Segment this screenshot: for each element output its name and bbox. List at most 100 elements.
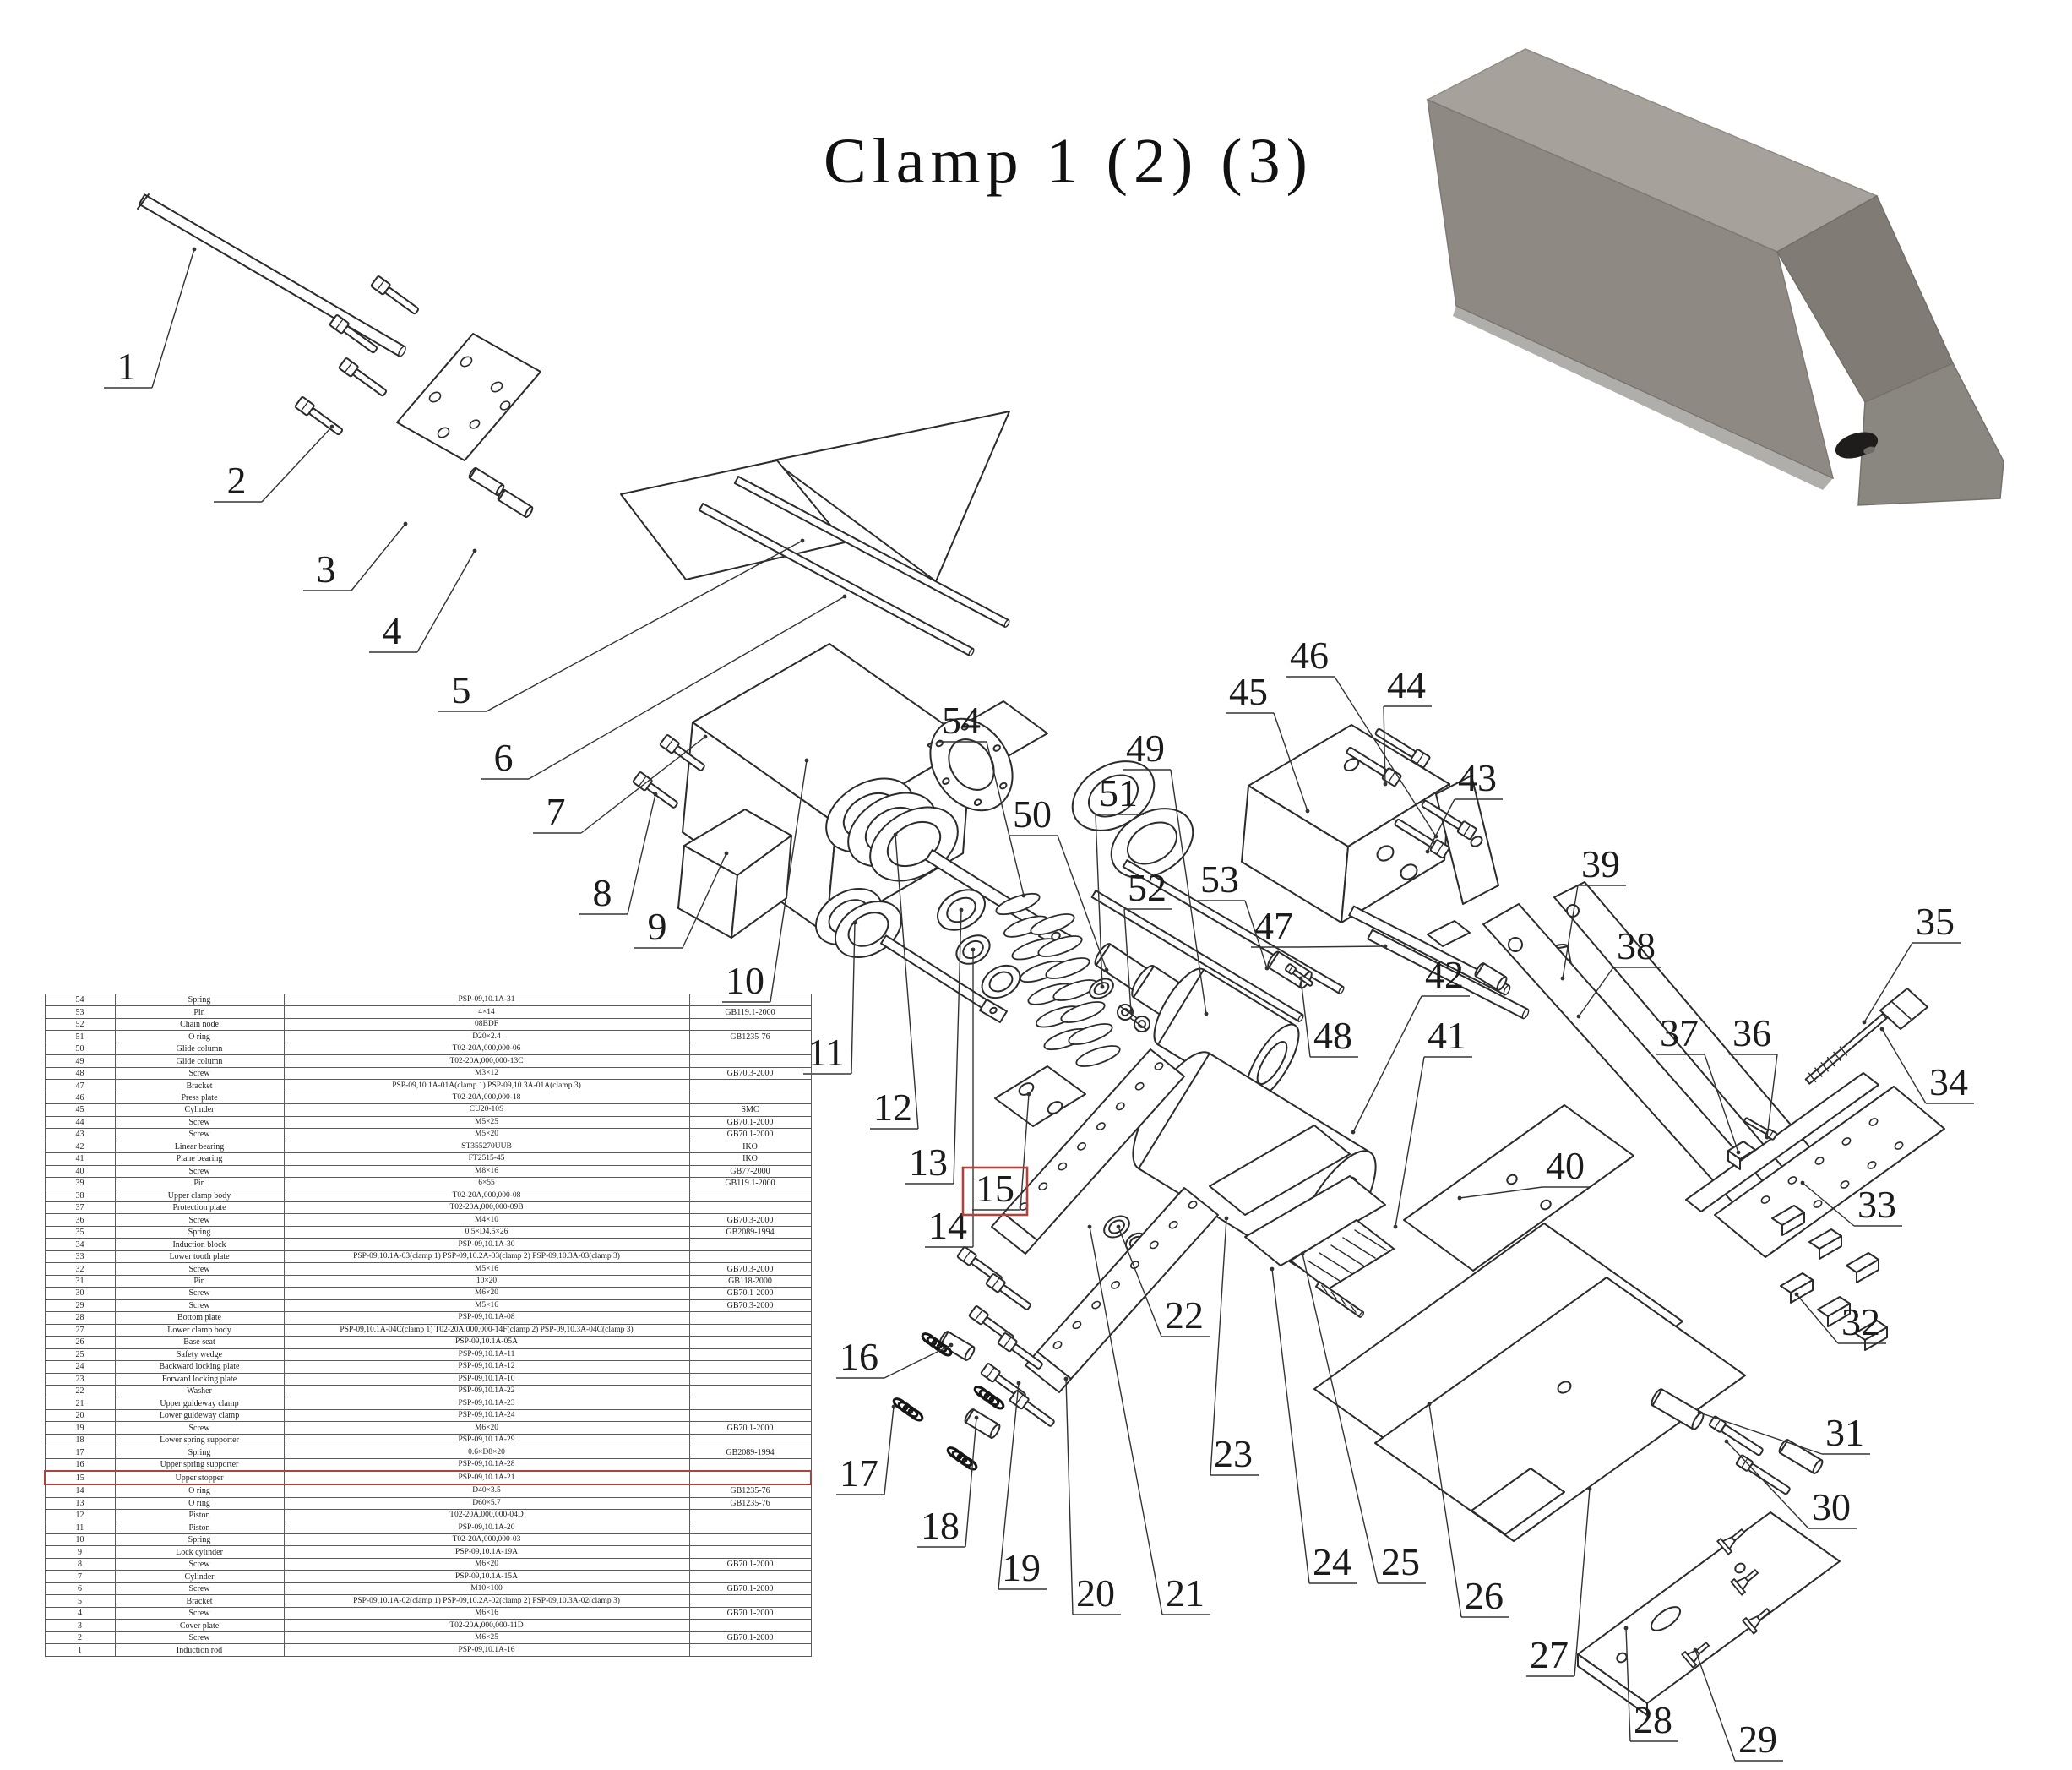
callout-number: 27 bbox=[1530, 1633, 1569, 1676]
part-no: 36 bbox=[44, 1213, 116, 1227]
part-spec: M6×20 bbox=[283, 1557, 690, 1571]
leader-dot bbox=[971, 947, 976, 952]
screw bbox=[1708, 1415, 1764, 1457]
part-standard: GB119.1-2000 bbox=[688, 1177, 812, 1190]
part-spec: PSP-09,10.1A-15A bbox=[283, 1570, 690, 1583]
photo-bottom-shade bbox=[1453, 306, 1833, 490]
callout-number: 40 bbox=[1546, 1144, 1585, 1187]
part-name: Linear bearing bbox=[114, 1140, 285, 1154]
countersunk-screw bbox=[1730, 1568, 1759, 1596]
part-no: 52 bbox=[44, 1017, 116, 1032]
photo-hole-glint bbox=[1863, 446, 1875, 455]
leader-dot bbox=[1264, 966, 1270, 971]
callout-47: 47 bbox=[1251, 904, 1388, 949]
part-spec: CU20-10S bbox=[283, 1103, 690, 1117]
part-no: 30 bbox=[44, 1287, 116, 1300]
part-standard bbox=[688, 1054, 812, 1068]
callout-14: 14 bbox=[925, 947, 976, 1248]
part-no: 43 bbox=[44, 1128, 116, 1141]
callout-17: 17 bbox=[836, 1404, 896, 1495]
part-spec: 6×55 bbox=[283, 1177, 690, 1190]
callout-number: 24 bbox=[1313, 1540, 1351, 1583]
callout-11: 11 bbox=[803, 920, 857, 1075]
part-standard: GB70.3-2000 bbox=[688, 1213, 812, 1227]
callout-number: 51 bbox=[1099, 771, 1138, 814]
part-spec: PSP-09,10.1A-05A bbox=[283, 1336, 690, 1349]
part-no: 37 bbox=[44, 1201, 116, 1215]
callout-28: 28 bbox=[1623, 1626, 1678, 1742]
part-standard bbox=[688, 1433, 812, 1447]
callout-number: 30 bbox=[1812, 1485, 1851, 1528]
part-spec: M4×10 bbox=[283, 1213, 690, 1227]
part-no: 1 bbox=[44, 1643, 116, 1657]
callout-9: 9 bbox=[634, 851, 729, 949]
part-standard: GB70.3-2000 bbox=[688, 1262, 812, 1276]
part-standard bbox=[688, 1408, 812, 1423]
leader-dot bbox=[703, 734, 708, 739]
callout-26: 26 bbox=[1427, 1402, 1509, 1618]
part-standard bbox=[688, 993, 812, 1007]
callout-number: 36 bbox=[1732, 1011, 1771, 1054]
part-name: Screw bbox=[114, 1115, 285, 1130]
part-name: Induction rod bbox=[114, 1643, 285, 1657]
part-no: 50 bbox=[44, 1042, 116, 1056]
screw bbox=[1374, 727, 1431, 769]
part-name: Piston bbox=[114, 1521, 285, 1535]
screw bbox=[338, 357, 387, 397]
countersunk-screw bbox=[1742, 1607, 1771, 1635]
part-spec: T02-20A,000,000-06 bbox=[283, 1042, 690, 1056]
leader-dot bbox=[1116, 1224, 1121, 1229]
part-standard: GB70.1-2000 bbox=[688, 1421, 812, 1435]
callout-36: 36 bbox=[1729, 1011, 1778, 1140]
part-no: 4 bbox=[44, 1606, 116, 1620]
leader-dot bbox=[1104, 967, 1109, 972]
leader-dot bbox=[1724, 1439, 1729, 1444]
part-no: 14 bbox=[44, 1484, 116, 1498]
callout-34: 34 bbox=[1879, 1027, 1974, 1104]
leader-dot bbox=[653, 792, 658, 797]
part-name: Washer bbox=[114, 1384, 285, 1398]
callout-number: 49 bbox=[1126, 727, 1165, 770]
callout-5: 5 bbox=[438, 538, 805, 712]
part-no: 25 bbox=[44, 1348, 116, 1362]
callout-number: 46 bbox=[1290, 634, 1329, 677]
leader-dot bbox=[1100, 984, 1105, 989]
part-spec: D60×5.7 bbox=[283, 1496, 690, 1511]
part-no: 34 bbox=[44, 1238, 116, 1251]
part-standard bbox=[688, 1079, 812, 1092]
part-name: Lower spring supporter bbox=[114, 1433, 285, 1447]
part-spec: PSP-09,10.1A-08 bbox=[283, 1311, 690, 1325]
part-spec: FT2515-45 bbox=[283, 1152, 690, 1166]
callout-49: 49 bbox=[1123, 727, 1209, 1016]
part-standard: GB70.1-2000 bbox=[688, 1606, 812, 1620]
callout-number: 5 bbox=[452, 668, 471, 711]
callout-24: 24 bbox=[1270, 1266, 1357, 1584]
part-no: 42 bbox=[44, 1140, 116, 1154]
part-spec: T02-20A,000,000-18 bbox=[283, 1091, 690, 1105]
part-standard: GB1235-76 bbox=[688, 1484, 812, 1498]
screw bbox=[1735, 1454, 1791, 1495]
part-standard: GB70.1-2000 bbox=[688, 1115, 812, 1130]
part-no: 49 bbox=[44, 1054, 116, 1068]
part-standard bbox=[688, 1521, 812, 1535]
part-name: Upper clamp body bbox=[114, 1189, 285, 1202]
leader-dot bbox=[329, 424, 334, 429]
leader-dot bbox=[1016, 1381, 1021, 1386]
part-standard bbox=[688, 1201, 812, 1215]
part-standard bbox=[688, 1189, 812, 1202]
screw bbox=[1346, 746, 1402, 787]
part-name: Plane bearing bbox=[114, 1152, 285, 1166]
part-no: 16 bbox=[44, 1457, 116, 1472]
callout-number: 25 bbox=[1381, 1540, 1420, 1583]
part-name: Screw bbox=[114, 1557, 285, 1571]
part-name: Screw bbox=[114, 1582, 285, 1596]
part-no: 13 bbox=[44, 1496, 116, 1511]
